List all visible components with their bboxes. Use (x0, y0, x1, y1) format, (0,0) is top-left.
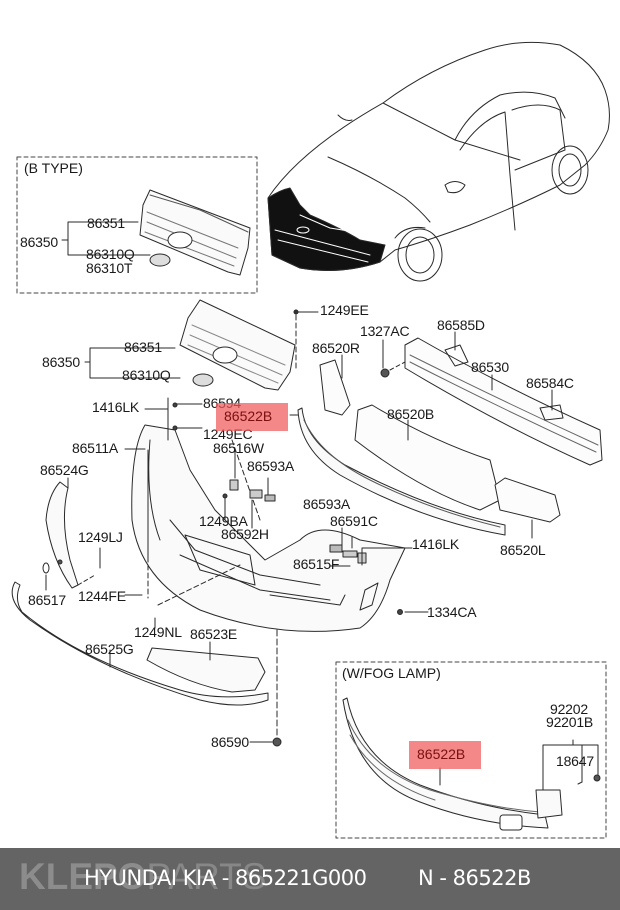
part-label[interactable]: 92201B (546, 714, 594, 730)
part-label[interactable]: 1244FE (78, 588, 126, 604)
part-label[interactable]: 86310T (86, 260, 133, 276)
b-type-title: (B TYPE) (24, 160, 83, 176)
part-label[interactable]: 86520R (312, 340, 360, 356)
part-label[interactable]: 86351 (124, 339, 162, 355)
part-label[interactable]: 1416LK (412, 536, 460, 552)
parts-diagram: (B TYPE) (W/FOG LAMP) 86350 86351 86310Q… (11, 41, 610, 839)
car-overview-illustration (267, 41, 610, 282)
highlighted-part-86522b[interactable]: 86522B (216, 403, 288, 431)
bumper-beam-illustration (319, 331, 603, 539)
part-label-highlighted: 86522B (224, 408, 273, 424)
part-label[interactable]: 86524G (40, 462, 89, 478)
part-label[interactable]: 18647 (556, 753, 594, 769)
part-label[interactable]: 86351 (87, 215, 125, 231)
part-label[interactable]: 86523E (190, 626, 238, 642)
part-label[interactable]: 86310Q (122, 367, 171, 383)
reference-number-caption: N - 86522B (418, 866, 531, 890)
fog-lamp-inset (335, 661, 607, 839)
watermark-light: PARTS (146, 856, 267, 897)
part-label[interactable]: 1249BA (199, 513, 248, 529)
part-label[interactable]: 86593A (247, 458, 295, 474)
part-label[interactable]: 86525G (85, 641, 134, 657)
part-label[interactable]: 86350 (42, 354, 80, 370)
part-label[interactable]: 1249NL (134, 624, 182, 640)
part-label[interactable]: 86511A (72, 440, 119, 456)
part-label[interactable]: 86530 (471, 359, 509, 375)
small-brackets-illustration (124, 397, 429, 615)
part-label[interactable]: 86592H (221, 526, 269, 542)
footer-bar: KLEPOPARTS HYUNDAI KIA - 865221G000 N - … (0, 848, 620, 910)
diagram-drawing (11, 41, 610, 839)
part-label[interactable]: 86350 (20, 234, 58, 250)
part-label[interactable]: 86590 (211, 734, 249, 750)
part-label[interactable]: 1249LJ (78, 529, 123, 545)
part-label[interactable]: 86310Q (86, 246, 135, 262)
fog-lamp-title: (W/FOG LAMP) (342, 665, 441, 681)
part-label[interactable]: 86591C (330, 513, 378, 529)
lower-grille-strip-illustration (289, 407, 506, 536)
part-label[interactable]: 86585D (437, 317, 485, 333)
part-label[interactable]: 1416LK (92, 399, 140, 415)
part-label[interactable]: 1334CA (427, 604, 477, 620)
part-label[interactable]: 1327AC (360, 323, 410, 339)
highlighted-part-86522b-fog[interactable]: 86522B (409, 741, 481, 769)
watermark-bold: KLEPO (19, 856, 147, 897)
side-moulding-illustration (11, 449, 282, 747)
part-label[interactable]: 86520B (387, 406, 435, 422)
part-label[interactable]: 86517 (28, 592, 66, 608)
main-grille-illustration (84, 299, 319, 391)
part-label[interactable]: 86593A (303, 496, 351, 512)
part-label-highlighted: 86522B (417, 746, 466, 762)
b-type-inset (16, 156, 258, 294)
part-label[interactable]: 86515F (293, 556, 340, 572)
part-label[interactable]: 86520L (500, 542, 546, 558)
watermark-logo: KLEPOPARTS (19, 856, 266, 898)
part-label[interactable]: 86584C (526, 375, 574, 391)
bumper-cover-illustration (131, 424, 406, 632)
part-number-caption: HYUNDAI KIA - 865221G000 (84, 866, 367, 890)
part-label[interactable]: 1249EE (320, 302, 369, 318)
part-label[interactable]: 86516W (213, 440, 264, 456)
part-label[interactable]: 92202 (550, 701, 588, 717)
